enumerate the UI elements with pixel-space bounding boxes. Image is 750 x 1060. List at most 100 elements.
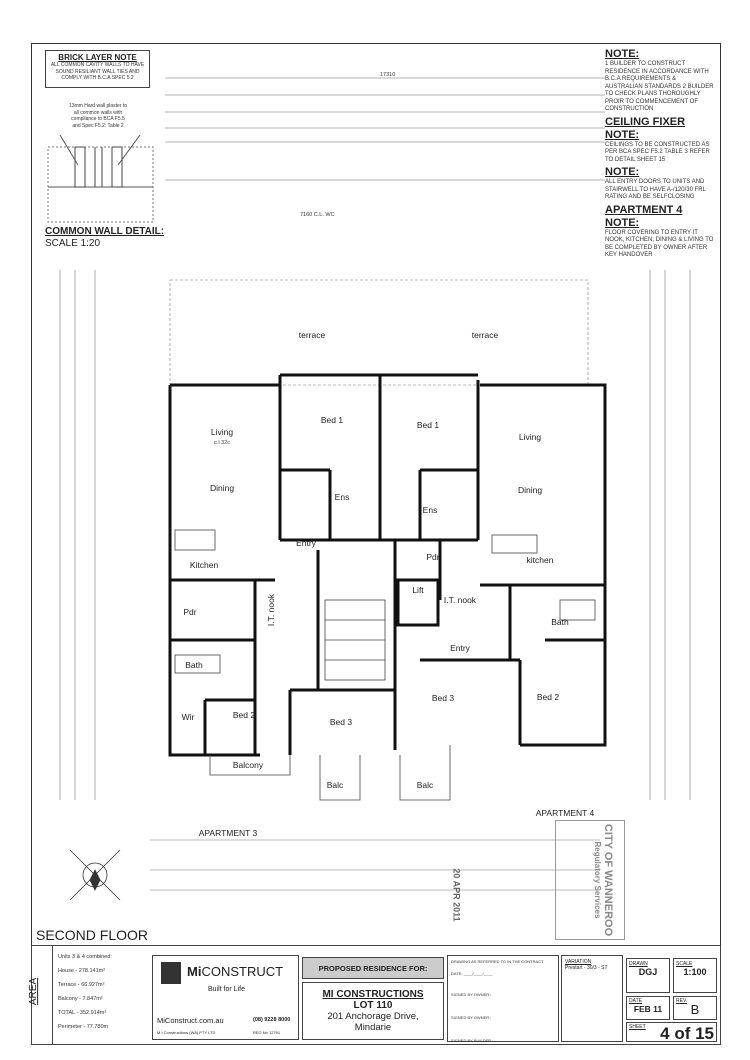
area-line: Units 3 & 4 combined:	[58, 954, 112, 960]
sheet-value: 4 of 15	[660, 1024, 714, 1042]
room-terrace-left: terrace	[298, 330, 326, 340]
scale-box: SCALE 1:100	[673, 958, 717, 993]
area-line: Balcony - 7.847m²	[58, 996, 103, 1002]
drawn-value: DGJ	[638, 967, 658, 977]
company-website: MiConstruct.com.au	[157, 1016, 224, 1025]
drawn-box: DRAWN DGJ	[626, 958, 670, 993]
drawn-label: DRAWN	[629, 961, 648, 967]
room-ens-right: Ens	[422, 505, 438, 515]
company-phone: (08) 9228 8000	[253, 1017, 291, 1023]
council-stamp: CITY OF WANNEROO Regulatory Services	[555, 820, 625, 940]
room-balc-left: Balc	[326, 780, 344, 790]
area-label-box: AREA	[28, 945, 53, 1045]
variation-box: VARIATION Prestart - 30/3 - ST	[561, 955, 623, 1042]
apt4-note-text: FLOOR COVERING TO ENTRY IT NOOK, KITCHEN…	[605, 229, 714, 259]
plaster-note: 13mm Hard wall plaster to all common wal…	[68, 103, 128, 129]
room-pdr-left: Pdr	[183, 607, 197, 617]
company-box: MiCONSTRUCT Built for Life MiConstruct.c…	[152, 955, 299, 1040]
area-line: TOTAL - 352.914m²	[58, 1010, 107, 1016]
room-bed3-left: Bed 3	[329, 717, 353, 727]
room-bath-right: Bath	[551, 617, 569, 627]
wc-dimension: 7160 C.L. WC	[300, 212, 335, 218]
wall-detail-title: COMMON WALL DETAIL:	[45, 226, 165, 237]
room-entry-right: Entry	[450, 643, 470, 653]
company-name: MiCONSTRUCT	[187, 964, 284, 979]
stamp-text: CITY OF WANNEROO	[602, 823, 614, 937]
area-label: AREA	[28, 977, 40, 1006]
rev-label: REV.	[676, 998, 688, 1004]
room-entry-left: Entry	[296, 538, 316, 548]
variation-label: VARIATION	[565, 959, 592, 965]
signed-owner-1: SIGNED BY OWNER :	[451, 992, 492, 997]
ceiling-note-text: CEILINGS TO BE CONSTRUCTED AS PER BCA SP…	[605, 141, 710, 163]
scale-value: 1:100	[683, 967, 707, 977]
overall-dimension: 17310	[380, 72, 396, 78]
scale-label: SCALE	[676, 961, 693, 967]
room-balc-right: Balc	[416, 780, 434, 790]
note-title: NOTE:	[605, 48, 640, 60]
room-pdr-right: Pdr	[426, 552, 440, 562]
address-line1: 201 Anchorage Drive,	[327, 1011, 419, 1022]
date-value: FEB 11	[633, 1004, 663, 1014]
brick-note-text: ALL COMMON CAVITY WALLS TO HAVE SOUND RE…	[50, 62, 145, 81]
signed-owner-2: SIGNED BY OWNER :	[451, 1015, 492, 1020]
area-line: House - 278.141m²	[58, 968, 106, 974]
note2-text: ALL ENTRY DOORS TO UNITS AND STAIRWELL T…	[605, 179, 706, 200]
compass-rose-icon	[69, 849, 121, 901]
client-name: MI CONSTRUCTIONS	[322, 989, 424, 1000]
dimension-lines	[165, 77, 605, 181]
apartment-3-label: APARTMENT 3	[198, 828, 258, 838]
apartment-4-label: APARTMENT 4	[535, 808, 595, 818]
floor-plan	[59, 270, 691, 901]
lot-number: LOT 110	[353, 1000, 393, 1011]
stamp-sub: Regulatory Services	[593, 841, 602, 919]
room-bed3-right: Bed 3	[431, 693, 455, 703]
date-stamp: 20 APR 2011	[451, 868, 462, 922]
proposed-heading: PROPOSED RESIDENCE FOR:	[302, 957, 444, 979]
room-nook-right: I.T. nook	[443, 595, 477, 605]
rev-box: REV. B	[673, 996, 717, 1020]
ceiling-label: c.l 32c	[214, 440, 230, 446]
area-line: Perimeter - 77.780m	[58, 1024, 109, 1030]
date-box: DATE FEB 11	[626, 996, 670, 1020]
signed-builder: SIGNED BY BUILDER :	[451, 1038, 494, 1043]
room-bed2-right: Bed 2	[536, 692, 560, 702]
date-label: DATE	[629, 998, 642, 1004]
variation-value: Prestart - 30/3 - ST	[565, 965, 608, 971]
room-wir: Wir	[181, 712, 195, 722]
signoff-date: DATE: ____/____/____	[451, 971, 493, 976]
room-bath-left: Bath	[185, 660, 203, 670]
common-wall-detail	[47, 135, 154, 223]
wall-detail-scale: SCALE 1:20	[45, 238, 101, 249]
room-bed1-right: Bed 1	[416, 420, 440, 430]
project-box: MI CONSTRUCTIONS LOT 110 201 Anchorage D…	[302, 982, 444, 1040]
area-line: Terrace - 66.927m²	[58, 982, 105, 988]
drawing-referred: DRAWING AS REFERRED TO IN THE CONTRACT	[451, 959, 544, 964]
room-living-right: Living	[518, 432, 542, 442]
room-ens-left: Ens	[334, 492, 350, 502]
apt4-note-title: APARTMENT 4 NOTE:	[605, 203, 683, 229]
note2-title: NOTE:	[605, 166, 640, 178]
room-dining-left: Dining	[209, 483, 235, 493]
room-living-left: Living	[210, 427, 234, 437]
room-terrace-right: terrace	[471, 330, 499, 340]
ceiling-note-title: CEILING FIXER NOTE:	[605, 115, 686, 141]
room-nook-left: I.T. nook	[266, 593, 276, 627]
rev-value: B	[690, 1002, 700, 1017]
room-dining-right: Dining	[517, 485, 543, 495]
company-reg: REG No 12791	[253, 1030, 281, 1035]
company-legal: M.I Constructions (WA) PTY LTD	[157, 1030, 216, 1035]
address-line2: Mindarie	[354, 1022, 392, 1033]
room-bed1-left: Bed 1	[320, 415, 344, 425]
floor-title: SECOND FLOOR	[36, 927, 149, 943]
sheet-label: SHEET	[629, 1024, 646, 1030]
room-kitchen-right: kitchen	[526, 555, 554, 565]
area-list: Units 3 & 4 combined: House - 278.141m² …	[58, 950, 112, 1034]
brick-note-title: BRICK LAYER NOTE	[58, 53, 137, 62]
room-bed2-left: Bed 2	[232, 710, 256, 720]
sheet-box: SHEET 4 of 15	[626, 1022, 717, 1042]
room-lift: Lift	[412, 585, 424, 595]
room-balcony: Balcony	[232, 760, 264, 770]
brick-layer-note: BRICK LAYER NOTE ALL COMMON CAVITY WALLS…	[45, 50, 150, 88]
company-tagline: Built for Life	[208, 986, 245, 993]
